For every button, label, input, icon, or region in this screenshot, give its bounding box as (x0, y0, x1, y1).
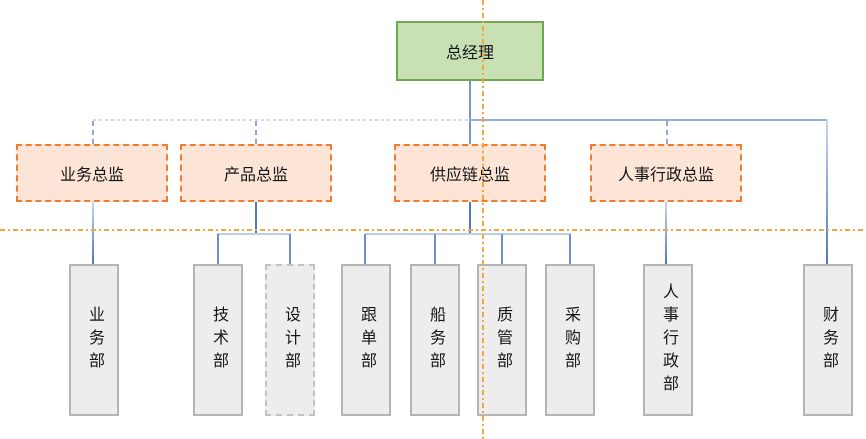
connector-to-shipping-dept (434, 234, 436, 265)
connector-root-rail-right (469, 119, 828, 121)
node-business-dept-label: 业务部 (86, 305, 103, 375)
node-order-follow-dept-label: 跟单部 (358, 305, 375, 375)
node-shipping-dept-label: 船务部 (427, 305, 444, 375)
node-order-follow-dept[interactable]: 跟单部 (341, 264, 391, 416)
connector-rail-to-business-director-dashed (92, 121, 94, 144)
connector-root-to-supply-chain (469, 80, 471, 144)
node-supply-chain-director[interactable]: 供应链总监 (394, 144, 546, 202)
node-design-dept-label: 设计部 (282, 305, 299, 375)
node-supply-chain-director-label: 供应链总监 (429, 167, 510, 184)
connector-product-children-bar (217, 233, 291, 235)
node-finance-dept-label: 财务部 (820, 305, 837, 375)
node-hr-admin-dept-label: 人事行政部 (660, 282, 677, 398)
node-product-director-label: 产品总监 (223, 167, 288, 184)
node-hr-admin-director-label: 人事行政总监 (617, 167, 714, 184)
node-design-dept[interactable]: 设计部 (265, 264, 315, 416)
node-business-director-label: 业务总监 (59, 167, 124, 184)
node-shipping-dept[interactable]: 船务部 (410, 264, 460, 416)
connector-to-order-follow-dept (364, 234, 366, 265)
node-purchasing-dept[interactable]: 采购部 (545, 264, 595, 416)
node-quality-dept[interactable]: 质管部 (477, 264, 527, 416)
node-finance-dept[interactable]: 财务部 (803, 264, 853, 416)
node-business-dept[interactable]: 业务部 (69, 264, 119, 416)
connector-to-design-dept (289, 234, 291, 265)
connector-to-purchasing-dept (569, 234, 571, 265)
node-hr-admin-dept[interactable]: 人事行政部 (643, 264, 693, 416)
node-general-manager-label: 总经理 (445, 45, 494, 62)
connector-rail-to-hr-admin-director-dashed (666, 121, 668, 144)
connector-root-rail-left-dotted (93, 119, 469, 121)
connector-business-director-to-business-dept (92, 201, 94, 265)
node-tech-dept[interactable]: 技术部 (193, 264, 243, 416)
connector-to-tech-dept (217, 234, 219, 265)
smart-guide-vertical (482, 0, 484, 439)
connector-product-director-stub (255, 201, 257, 234)
smart-guide-horizontal (0, 229, 866, 231)
connector-supply-chain-director-stub (469, 201, 471, 234)
node-hr-admin-director[interactable]: 人事行政总监 (590, 144, 742, 202)
node-tech-dept-label: 技术部 (210, 305, 227, 375)
node-product-director[interactable]: 产品总监 (180, 144, 332, 202)
connector-to-quality-dept (501, 234, 503, 265)
node-quality-dept-label: 质管部 (494, 305, 511, 375)
node-business-director[interactable]: 业务总监 (16, 144, 168, 202)
node-purchasing-dept-label: 采购部 (562, 305, 579, 375)
connector-root-to-finance-dept (826, 119, 828, 265)
connector-supply-chain-children-bar (365, 233, 571, 235)
connector-hr-admin-director-to-hr-admin-dept (665, 201, 667, 265)
connector-rail-to-product-director-dashed (255, 121, 257, 144)
node-general-manager[interactable]: 总经理 (396, 21, 544, 81)
